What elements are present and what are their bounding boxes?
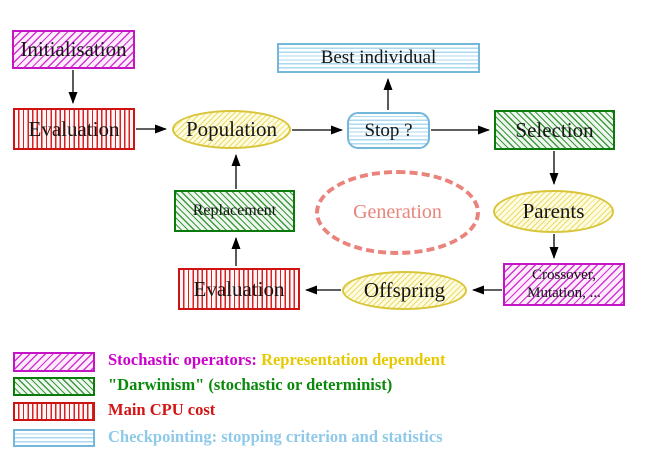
node-evaluation-top: Evaluation bbox=[13, 108, 135, 150]
node-best-individual: Best individual bbox=[277, 43, 480, 73]
node-initialisation: Initialisation bbox=[12, 30, 135, 69]
node-mutation-label: Mutation, ... bbox=[527, 284, 601, 301]
legend-label-representation-dependent: Representation dependent bbox=[261, 350, 446, 369]
node-parents-label: Parents bbox=[522, 199, 585, 224]
node-generation-label: Generation bbox=[353, 201, 442, 223]
node-crossover-mutation: Crossover, Mutation, ... bbox=[503, 263, 625, 306]
node-replacement: Replacement bbox=[174, 190, 295, 232]
node-selection-label: Selection bbox=[515, 117, 594, 142]
node-crossover-label: Crossover, bbox=[532, 267, 596, 284]
cyan-stripes-swatch bbox=[13, 429, 95, 447]
node-initialisation-label: Initialisation bbox=[20, 37, 127, 62]
node-evaluation-top-label: Evaluation bbox=[28, 116, 120, 141]
red-stripes-swatch bbox=[13, 402, 95, 421]
green-hatch-swatch bbox=[13, 377, 95, 396]
node-replacement-label: Replacement bbox=[192, 201, 277, 219]
node-parents: Parents bbox=[493, 190, 614, 233]
node-generation-loop: Generation bbox=[315, 170, 480, 255]
node-selection: Selection bbox=[494, 110, 615, 150]
node-stop: Stop ? bbox=[347, 112, 430, 149]
node-evaluation-bottom: Evaluation bbox=[178, 268, 300, 310]
node-population-label: Population bbox=[185, 117, 277, 142]
node-offspring: Offspring bbox=[342, 271, 467, 310]
node-stop-label: Stop ? bbox=[364, 119, 413, 141]
node-offspring-label: Offspring bbox=[363, 278, 446, 303]
legend-label-darwinism: "Darwinism" (stochastic or determinist) bbox=[108, 375, 393, 394]
node-population: Population bbox=[172, 110, 291, 149]
legend-label-cpu-cost: Main CPU cost bbox=[108, 400, 216, 419]
legend-label-checkpointing: Checkpointing: stopping criterion and st… bbox=[108, 427, 443, 446]
node-best-individual-label: Best individual bbox=[320, 47, 437, 69]
node-evaluation-bottom-label: Evaluation bbox=[193, 276, 285, 301]
legend-label-stochastic: Stochastic operators: Representation dep… bbox=[108, 350, 668, 370]
legend-label-stochastic-operators: Stochastic operators: bbox=[108, 350, 257, 369]
magenta-hatch-swatch bbox=[13, 352, 95, 372]
